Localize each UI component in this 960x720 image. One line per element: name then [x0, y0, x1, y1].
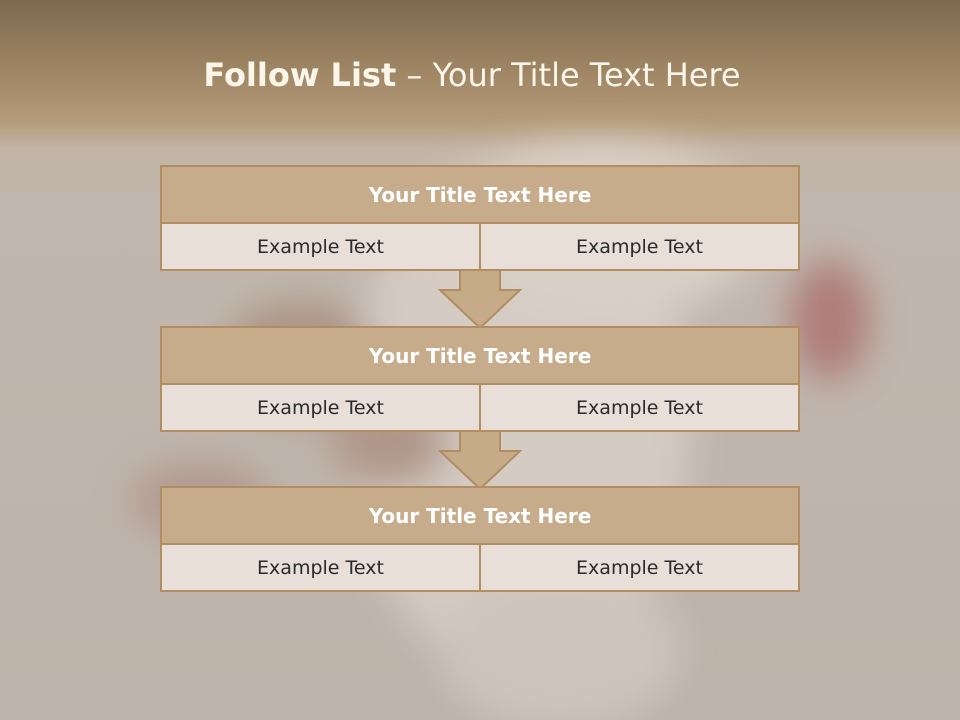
block-title: Your Title Text Here — [162, 328, 798, 385]
down-arrow-icon — [438, 270, 522, 330]
list-block-2: Your Title Text Here Example Text Exampl… — [160, 326, 800, 432]
block-cell-left: Example Text — [257, 396, 384, 419]
down-arrow-icon — [438, 431, 522, 491]
block-cell-left: Example Text — [257, 235, 384, 258]
slide-title-bold: Follow List — [203, 56, 397, 94]
slide-title-rest: – Your Title Text Here — [396, 56, 741, 94]
list-block-1: Your Title Text Here Example Text Exampl… — [160, 165, 800, 271]
slide-title: Follow List – Your Title Text Here — [0, 56, 944, 94]
block-cell-right: Example Text — [479, 545, 798, 590]
block-row: Example Text Example Text — [162, 385, 798, 430]
block-title: Your Title Text Here — [162, 167, 798, 224]
block-row: Example Text Example Text — [162, 545, 798, 590]
block-cell-right: Example Text — [479, 224, 798, 269]
block-cell-right: Example Text — [479, 385, 798, 430]
block-row: Example Text Example Text — [162, 224, 798, 269]
block-title: Your Title Text Here — [162, 488, 798, 545]
list-block-3: Your Title Text Here Example Text Exampl… — [160, 486, 800, 592]
block-cell-left: Example Text — [257, 556, 384, 579]
